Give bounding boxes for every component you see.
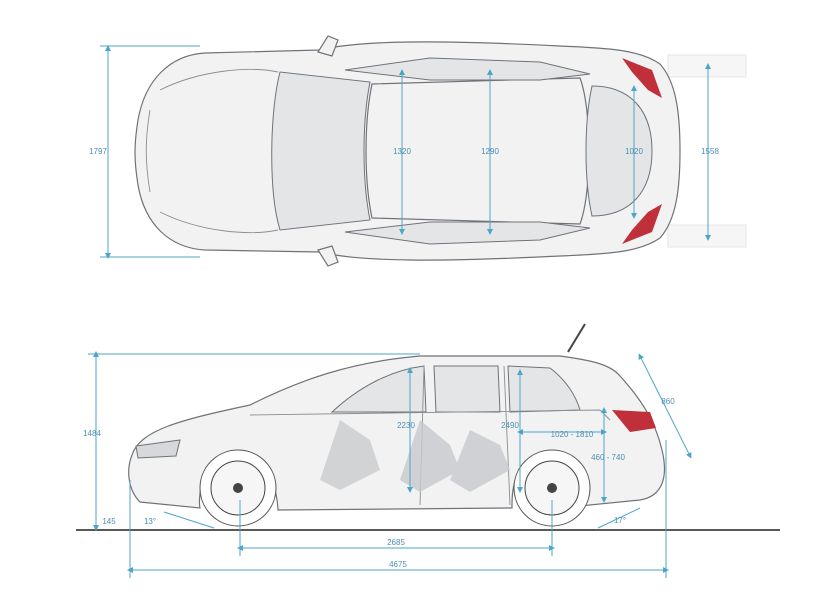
front-door-window — [433, 365, 501, 413]
hood-lines — [145, 69, 279, 233]
dim-loading-height: 460 - 740 — [591, 453, 625, 462]
dim-wheelbase: 2685 — [387, 538, 405, 547]
dim-overall-length: 4675 — [389, 560, 407, 569]
rear-wheel — [513, 449, 591, 527]
windshield — [271, 71, 371, 231]
dim-ground-clearance: 145 — [102, 517, 116, 526]
dim-departure-angle: 17° — [614, 516, 626, 525]
side-dimensions — [88, 351, 692, 578]
antenna — [567, 323, 586, 353]
roof — [365, 77, 590, 225]
right-mirror — [317, 245, 339, 267]
dim-rear-track: 1558 — [701, 147, 719, 156]
dim-rear-shoulder: 1290 — [481, 147, 499, 156]
dim-cargo-length: 1020 - 1810 — [551, 430, 594, 439]
dim-front-headroom: 2230 — [397, 421, 415, 430]
headlight — [135, 439, 181, 459]
side-view-car — [76, 323, 780, 531]
dim-overall-width: 1797 — [89, 147, 107, 156]
dim-boot-opening: 1020 — [625, 147, 643, 156]
tail-light-left — [622, 58, 662, 98]
dim-rear-headroom: 2490 — [501, 421, 519, 430]
dim-tailgate-height: 860 — [661, 397, 675, 406]
front-wheel — [199, 449, 277, 527]
top-dimensions — [100, 45, 711, 259]
dim-overall-height: 1484 — [83, 429, 101, 438]
dim-front-shoulder: 1320 — [393, 147, 411, 156]
dim-approach-angle: 13° — [144, 517, 156, 526]
left-mirror — [317, 35, 339, 57]
tail-light-right — [622, 204, 662, 244]
interior-seats — [320, 420, 510, 492]
top-view-car — [134, 35, 747, 267]
side-windows-right — [344, 221, 591, 245]
side-windows-left — [344, 57, 591, 81]
